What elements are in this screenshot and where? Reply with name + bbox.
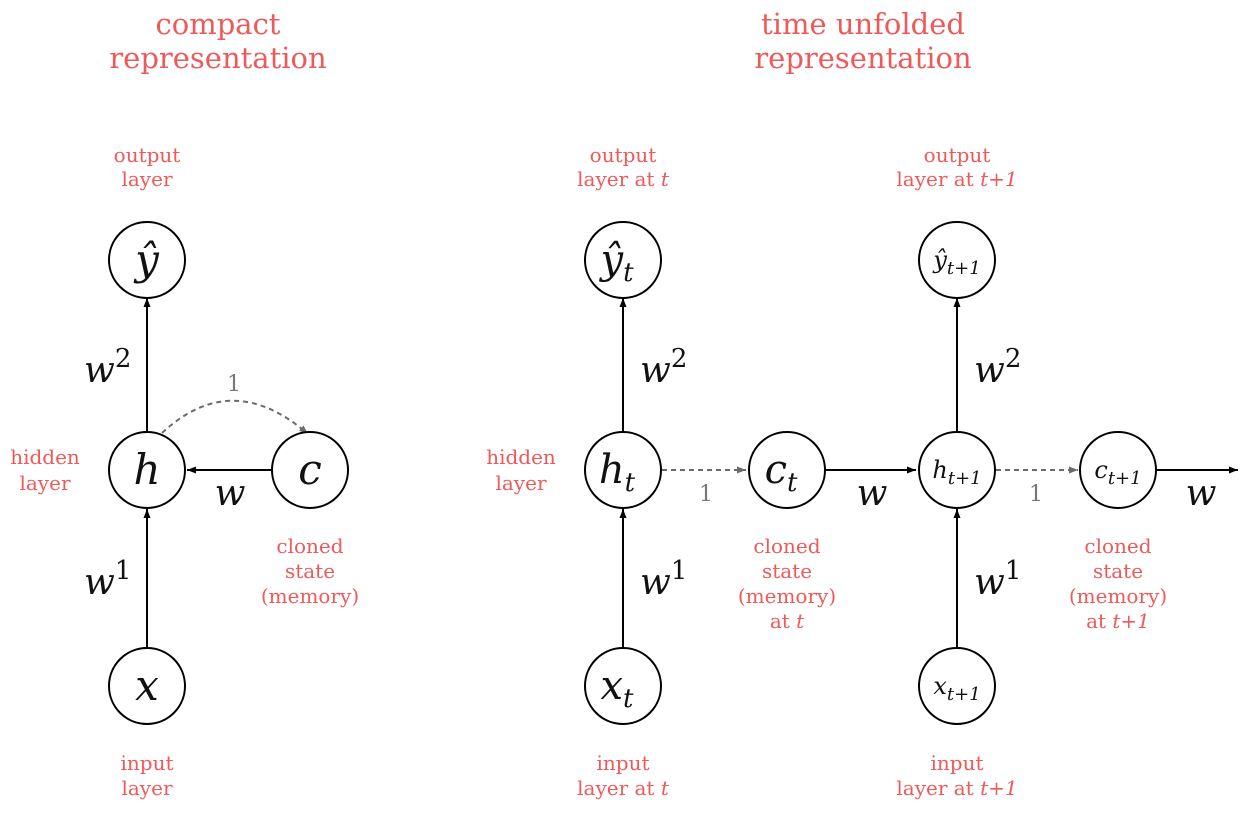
t1-weight-w2: w2	[974, 344, 1021, 391]
t-output-label-line2: layer at t	[577, 167, 670, 191]
compact-node-c: c	[271, 431, 349, 509]
t-cloned-label-line3: (memory)	[738, 584, 836, 608]
compact-node-y-hat: ŷ	[108, 221, 186, 299]
compact-hidden-label-line1: hidden	[10, 445, 80, 469]
compact-node-c-label: c	[298, 445, 322, 494]
compact-cloned-label-line1: cloned	[276, 534, 343, 558]
t-cloned-label-line2: state	[762, 559, 812, 583]
t1-output-label-line1: output	[924, 143, 991, 167]
unfolded-title-line2: representation	[754, 41, 971, 75]
t1-weight-w1: w1	[974, 556, 1021, 603]
compact-node-h: h	[108, 431, 186, 509]
t1-cloned-label-line3: (memory)	[1069, 584, 1167, 608]
t1-node-c-label: ct+1	[1094, 456, 1141, 489]
unfolded-hidden-label-line2: layer	[495, 471, 546, 495]
t1-cloned-label-line1: cloned	[1084, 534, 1151, 558]
compact-title-line2: representation	[109, 41, 326, 75]
t-input-label-line1: input	[597, 751, 650, 775]
unfolded-title-line1: time unfolded	[761, 7, 965, 41]
t-node-c-label: ct	[765, 447, 798, 498]
compact-edge-h-to-c-copy	[161, 399, 309, 435]
t1-copy-weight: 1	[1029, 482, 1043, 507]
compact-input-label-line1: input	[121, 751, 174, 775]
t1-node-h: ht+1	[918, 431, 996, 509]
t-cloned-label-line1: cloned	[753, 534, 820, 558]
t-node-x: xt	[584, 647, 662, 725]
t1-cloned-label-line4: at t+1	[1086, 609, 1150, 633]
t-cloned-label-line4: at t	[770, 609, 805, 633]
compact-title-line1: compact	[156, 7, 281, 41]
compact-node-h-label: h	[133, 445, 160, 494]
t-weight-w1: w1	[640, 556, 687, 603]
t1-node-c: ct+1	[1079, 431, 1157, 509]
compact-input-label-line2: layer	[121, 776, 172, 800]
t1-node-h-label: ht+1	[932, 456, 981, 489]
compact-weight-w: w	[215, 473, 246, 514]
compact-node-x-label: x	[135, 661, 159, 710]
t-node-x-label: xt	[600, 663, 634, 714]
t-weight-w2: w2	[640, 344, 687, 391]
compact-node-y-hat-label: ŷ	[133, 235, 160, 284]
t-weight-w: w	[857, 473, 888, 514]
compact-node-x: x	[108, 647, 186, 725]
compact-output-label-line2: layer	[121, 167, 172, 191]
compact-representation: compact representation output layer hidd…	[10, 7, 359, 800]
t1-input-label-line1: input	[931, 751, 984, 775]
t-node-h-label: ht	[599, 447, 636, 498]
compact-copy-weight: 1	[227, 372, 241, 397]
unfolded-hidden-label-line1: hidden	[486, 445, 556, 469]
compact-weight-w1: w1	[84, 556, 131, 603]
t1-node-y-hat-label: ŷt+1	[932, 246, 980, 279]
compact-weight-w2: w2	[84, 344, 131, 391]
t1-output-label-line2: layer at t+1	[896, 167, 1017, 191]
t-copy-weight: 1	[699, 482, 713, 507]
t1-weight-w: w	[1186, 473, 1217, 514]
t1-cloned-label-line2: state	[1093, 559, 1143, 583]
t1-input-label-line2: layer at t+1	[896, 776, 1017, 800]
t1-node-x-label: xt+1	[933, 672, 980, 705]
t-output-label-line1: output	[590, 143, 657, 167]
t1-node-y-hat: ŷt+1	[918, 221, 996, 299]
t-node-c: ct	[748, 431, 826, 509]
compact-hidden-label-line2: layer	[19, 471, 70, 495]
t-node-y-hat-label: ŷt	[598, 237, 634, 288]
t-input-label-line2: layer at t	[577, 776, 670, 800]
compact-output-label-line1: output	[114, 143, 181, 167]
unfolded-representation: time unfolded representation hidden laye…	[486, 7, 1238, 800]
compact-cloned-label-line3: (memory)	[261, 584, 359, 608]
t-node-h: ht	[584, 431, 662, 509]
t1-node-x: xt+1	[918, 647, 996, 725]
compact-cloned-label-line2: state	[285, 559, 335, 583]
t-node-y-hat: ŷt	[584, 221, 662, 299]
